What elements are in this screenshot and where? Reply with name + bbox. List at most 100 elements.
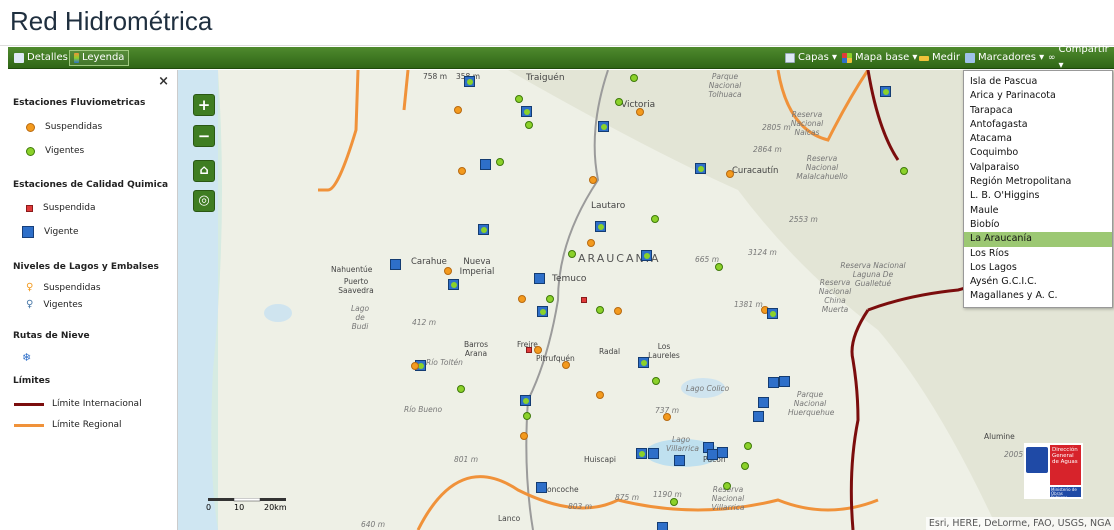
bookmark-item[interactable]: Aysén G.C.I.C.	[970, 276, 1037, 288]
detalles-button[interactable]: Detalles	[10, 50, 72, 66]
highway	[525, 70, 609, 530]
station-marker[interactable]	[657, 522, 668, 530]
station-marker[interactable]	[648, 448, 659, 459]
medir-button[interactable]: Medir	[915, 50, 964, 66]
station-marker[interactable]	[596, 306, 604, 314]
regional-boundary	[402, 70, 410, 111]
bookmark-item[interactable]: Isla de Pascua	[970, 76, 1038, 87]
legend-section-title: Estaciones Fluviometricas	[13, 98, 146, 108]
station-marker[interactable]	[390, 259, 401, 270]
station-marker[interactable]	[641, 250, 652, 261]
map-attribution[interactable]: Esri, HERE, DeLorme, FAO, USGS, NGA	[925, 517, 1114, 530]
station-marker[interactable]	[457, 385, 465, 393]
station-marker[interactable]	[768, 377, 779, 388]
station-marker[interactable]	[587, 239, 595, 247]
station-marker[interactable]	[525, 121, 533, 129]
station-marker[interactable]	[581, 297, 587, 303]
station-marker[interactable]	[520, 432, 528, 440]
station-marker[interactable]	[614, 307, 622, 315]
station-marker[interactable]	[496, 158, 504, 166]
station-marker[interactable]	[663, 413, 671, 421]
bookmark-item[interactable]: Coquimbo	[970, 147, 1019, 159]
station-marker[interactable]	[480, 159, 491, 170]
station-marker[interactable]	[526, 347, 532, 353]
capas-button[interactable]: Capas ▾	[781, 50, 841, 66]
station-marker[interactable]	[523, 412, 531, 420]
station-marker[interactable]	[630, 74, 638, 82]
station-marker[interactable]	[744, 442, 752, 450]
station-marker[interactable]	[715, 263, 723, 271]
station-marker[interactable]	[448, 279, 459, 290]
home-button[interactable]: ⌂	[193, 160, 215, 182]
bookmark-item[interactable]: Tarapaca	[970, 104, 1013, 116]
station-marker[interactable]	[652, 377, 660, 385]
station-marker[interactable]	[880, 86, 891, 97]
station-marker[interactable]	[651, 215, 659, 223]
station-marker[interactable]	[589, 176, 597, 184]
bookmark-item[interactable]: Biobío	[970, 218, 1000, 230]
bookmark-item[interactable]: Atacama	[970, 133, 1012, 145]
orange-pin-icon: ♀	[26, 282, 34, 293]
station-marker[interactable]	[695, 163, 706, 174]
bookmark-item[interactable]: Valparaiso	[970, 161, 1020, 173]
map-label: 2553 m	[789, 215, 818, 224]
station-marker[interactable]	[546, 295, 554, 303]
bookmark-item[interactable]: Antofagasta	[970, 118, 1028, 130]
document-icon	[14, 53, 24, 63]
station-marker[interactable]	[598, 121, 609, 132]
bookmark-item[interactable]: Los Lagos	[970, 261, 1017, 273]
legend-item-label: Límite Internacional	[52, 399, 142, 409]
station-marker[interactable]	[464, 76, 475, 87]
map-label: Nahuentúe	[331, 265, 373, 274]
station-marker[interactable]	[536, 482, 547, 493]
legend-item: Vigentes	[26, 146, 84, 156]
station-marker[interactable]	[478, 224, 489, 235]
station-marker[interactable]	[900, 167, 908, 175]
station-marker[interactable]	[638, 357, 649, 368]
station-marker[interactable]	[568, 250, 576, 258]
station-marker[interactable]	[723, 482, 731, 490]
station-marker[interactable]	[636, 108, 644, 116]
station-marker[interactable]	[596, 391, 604, 399]
bookmark-item[interactable]: Maule	[970, 204, 999, 216]
marcadores-button[interactable]: Marcadores ▾	[961, 50, 1048, 66]
bookmark-item[interactable]: Arica y Parinacota	[970, 90, 1056, 102]
station-marker[interactable]	[674, 455, 685, 466]
station-marker[interactable]	[534, 273, 545, 284]
bookmark-item[interactable]: Región Metropolitana	[970, 176, 1072, 188]
station-marker[interactable]	[534, 346, 542, 354]
station-marker[interactable]	[741, 462, 749, 470]
bookmark-item[interactable]: Magallanes y A. C.	[970, 290, 1058, 302]
compartir-button[interactable]: ∞ Compartir ▾	[1044, 44, 1114, 71]
station-marker[interactable]	[595, 221, 606, 232]
station-marker[interactable]	[411, 362, 419, 370]
station-marker[interactable]	[636, 448, 647, 459]
close-icon[interactable]: ×	[158, 74, 169, 89]
station-marker[interactable]	[562, 361, 570, 369]
station-marker[interactable]	[458, 167, 466, 175]
locate-button[interactable]: ◎	[193, 190, 215, 212]
station-marker[interactable]	[521, 106, 532, 117]
station-marker[interactable]	[520, 395, 531, 406]
bookmark-item-selected[interactable]: La Araucanía	[964, 232, 1112, 247]
mapa-base-button[interactable]: Mapa base ▾	[838, 50, 921, 66]
map-view[interactable]: + − ⌂ ◎ 758 m 358 m Traiguén Victoria Pa…	[178, 70, 1114, 530]
station-marker[interactable]	[615, 98, 623, 106]
station-marker[interactable]	[753, 411, 764, 422]
station-marker[interactable]	[670, 498, 678, 506]
bookmark-item[interactable]: Los Ríos	[970, 247, 1009, 259]
station-marker[interactable]	[454, 106, 462, 114]
station-marker[interactable]	[518, 295, 526, 303]
station-marker[interactable]	[537, 306, 548, 317]
bookmark-item[interactable]: L. B. O'Higgins	[970, 190, 1040, 202]
station-marker[interactable]	[779, 376, 790, 387]
station-marker[interactable]	[767, 308, 778, 319]
station-marker[interactable]	[515, 95, 523, 103]
station-marker[interactable]	[444, 267, 452, 275]
station-marker[interactable]	[758, 397, 769, 408]
leyenda-button[interactable]: Leyenda	[69, 50, 130, 66]
station-marker[interactable]	[726, 170, 734, 178]
station-marker[interactable]	[717, 447, 728, 458]
zoom-in-button[interactable]: +	[193, 94, 215, 116]
zoom-out-button[interactable]: −	[193, 125, 215, 147]
